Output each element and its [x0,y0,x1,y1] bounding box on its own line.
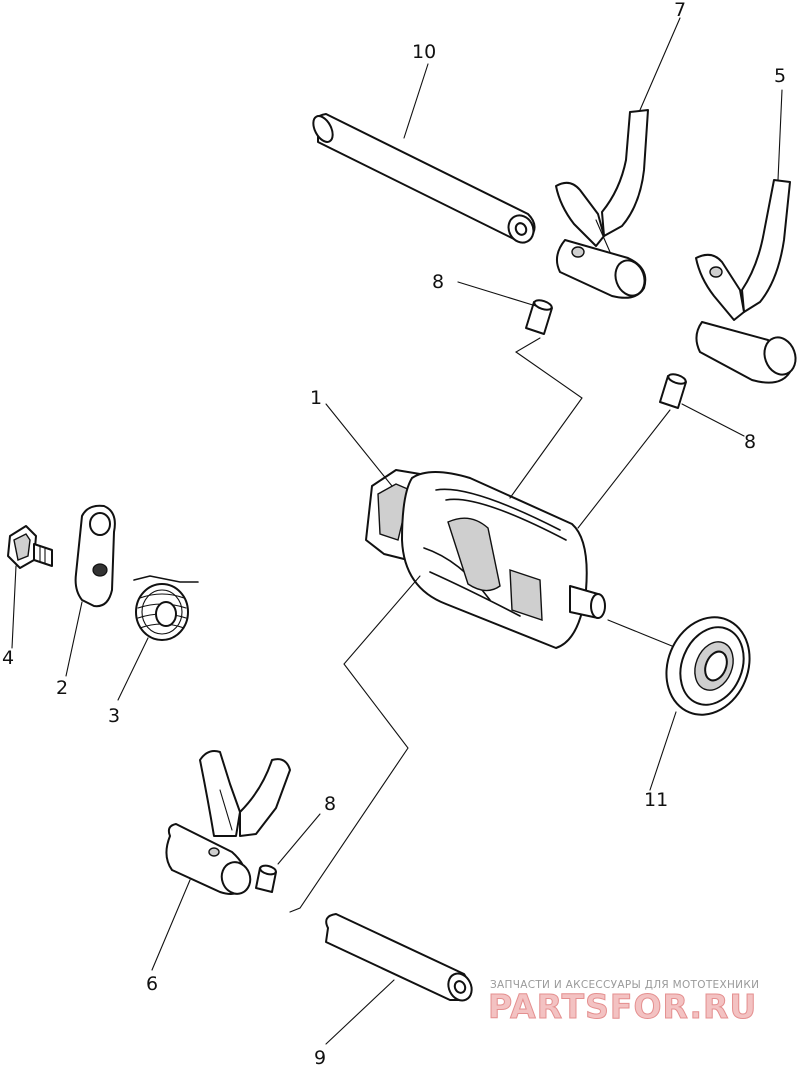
label-part-5: 5 [774,65,786,87]
part-9-shaft [325,913,473,1002]
watermark-logo: PARTSFOR.RU [488,987,757,1026]
label-part-6: 6 [146,973,158,995]
label-part-4: 4 [2,647,14,669]
watermark-tagline: ЗАПЧАСТИ И АКСЕССУАРЫ ДЛЯ МОТОТЕХНИКИ [490,979,759,991]
label-part-2: 2 [56,677,68,699]
part-8-pin-upper [525,299,553,335]
part-8-pin-lower [255,864,277,893]
part-6-shift-fork [165,750,291,895]
label-part-7: 7 [674,0,686,21]
part-7-shift-fork [555,109,649,299]
part-10-shaft [312,113,536,244]
label-part-10: 10 [412,41,436,63]
part-2-plate [74,504,116,608]
part-8-pin-right [659,373,687,409]
label-part-8-lower: 8 [324,793,336,815]
leader-lines [11,17,783,1045]
watermark: ЗАПЧАСТИ И АКСЕССУАРЫ ДЛЯ МОТОТЕХНИКИ PA… [488,979,759,1027]
label-part-9: 9 [314,1047,326,1067]
label-part-8-right: 8 [744,431,756,453]
part-3-spring [133,575,199,641]
label-part-8-upper: 8 [432,271,444,293]
part-11-bearing [665,616,751,716]
part-1-shift-drum [365,469,606,649]
label-part-3: 3 [108,705,120,727]
part-4-bolt [7,525,53,569]
part-5-shift-fork [695,179,797,384]
label-part-1: 1 [310,387,322,409]
label-part-11: 11 [644,789,668,811]
